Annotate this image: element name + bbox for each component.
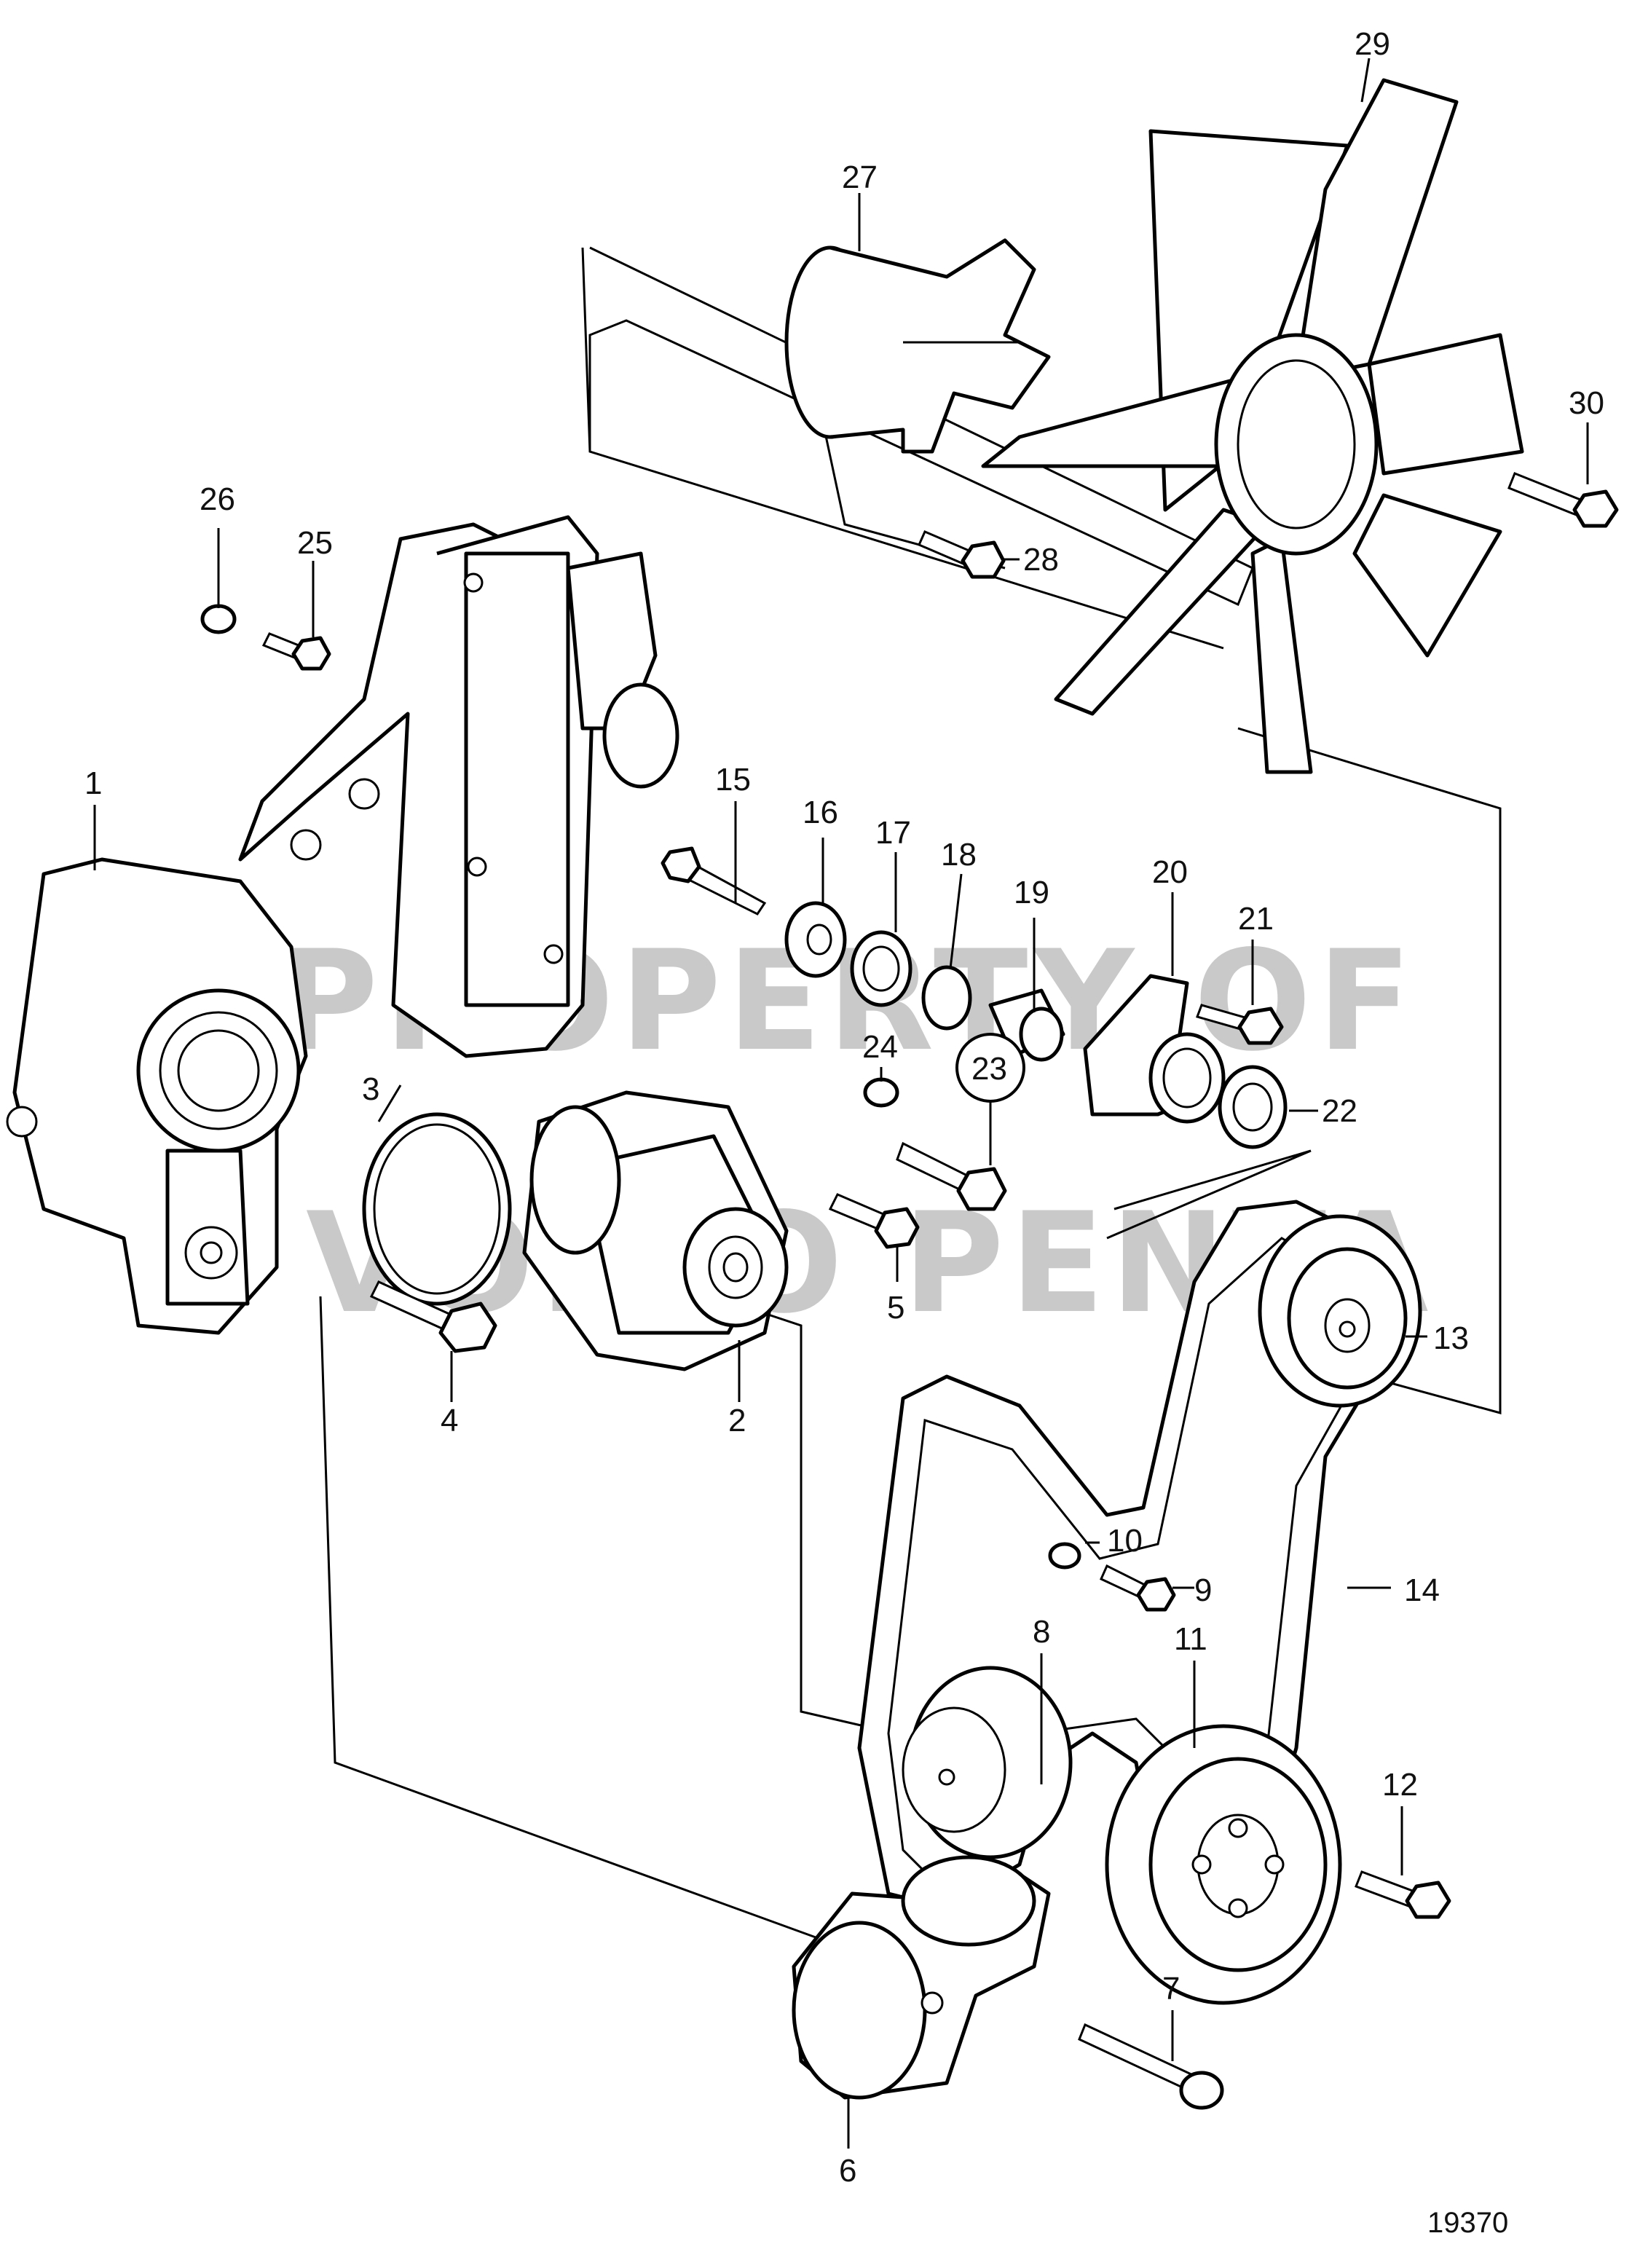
thermostat-housing-frame: [238, 515, 679, 1058]
part-2-water-pump: [522, 1090, 789, 1371]
part-24-washer: [863, 1077, 899, 1108]
callout-1: 1: [84, 765, 102, 801]
leader-lines: [93, 58, 1589, 2149]
part-27-fan-hub: [784, 238, 1051, 454]
callout-15: 15: [715, 762, 751, 798]
part-10-washer: [1048, 1542, 1081, 1570]
callout-24: 24: [862, 1029, 898, 1065]
part-25-bolt: [261, 632, 331, 671]
callout-2: 2: [728, 1403, 746, 1438]
callout-9: 9: [1194, 1572, 1212, 1608]
callout-25: 25: [297, 525, 333, 561]
part-13-pulley: [1258, 1214, 1422, 1408]
part-4-bolt: [369, 1280, 497, 1353]
part-18-circlip: [921, 965, 972, 1031]
part-11-crank-pulley: [1105, 1724, 1342, 2005]
part-9-bolt: [1100, 1564, 1176, 1612]
idler-assembly: [661, 846, 1288, 1211]
callout-13: 13: [1433, 1320, 1469, 1356]
callout-3: 3: [362, 1071, 379, 1107]
callout-12: 12: [1382, 1767, 1418, 1803]
callout-14: 14: [1404, 1572, 1440, 1608]
part-28-bolt: [918, 530, 1006, 579]
part-1-housing: [6, 857, 308, 1335]
callout-28: 28: [1023, 542, 1059, 578]
part-3-o-ring-inner: [373, 1123, 501, 1295]
part-7-bolt: [1078, 2023, 1224, 2110]
callout-10: 10: [1107, 1523, 1143, 1559]
callout-4: 4: [441, 1403, 458, 1438]
part-12-bolt: [1355, 1870, 1451, 1919]
callout-17: 17: [875, 815, 911, 851]
figure-id: 19370: [1427, 2207, 1508, 2239]
callout-18: 18: [941, 837, 977, 873]
callout-labels: 1 2 3 4 5 6 7 8 9 10 11 12 13 14 15 16 1…: [84, 26, 1604, 2189]
part-8-pulley: [902, 1666, 1073, 1859]
callout-20: 20: [1152, 854, 1188, 890]
callout-26: 26: [200, 481, 235, 517]
callout-6: 6: [839, 2153, 856, 2189]
callout-21: 21: [1238, 901, 1274, 937]
callout-30: 30: [1569, 385, 1604, 421]
callout-22: 22: [1322, 1093, 1357, 1129]
callout-5: 5: [887, 1290, 904, 1326]
part-29-fan: [981, 78, 1524, 774]
callout-23: 23: [971, 1051, 1007, 1087]
callout-16: 16: [803, 795, 838, 830]
part-30-bolt: [1507, 472, 1619, 528]
callout-29: 29: [1355, 26, 1390, 62]
callout-27: 27: [842, 160, 878, 195]
callout-8: 8: [1033, 1614, 1050, 1650]
part-26-washer: [200, 604, 237, 634]
part-5-bolt: [828, 1193, 920, 1249]
callout-11: 11: [1174, 1621, 1207, 1657]
part-6-belt-tensioner: [792, 1855, 1051, 2100]
callout-19: 19: [1014, 875, 1049, 910]
callout-7: 7: [1162, 1971, 1180, 2007]
